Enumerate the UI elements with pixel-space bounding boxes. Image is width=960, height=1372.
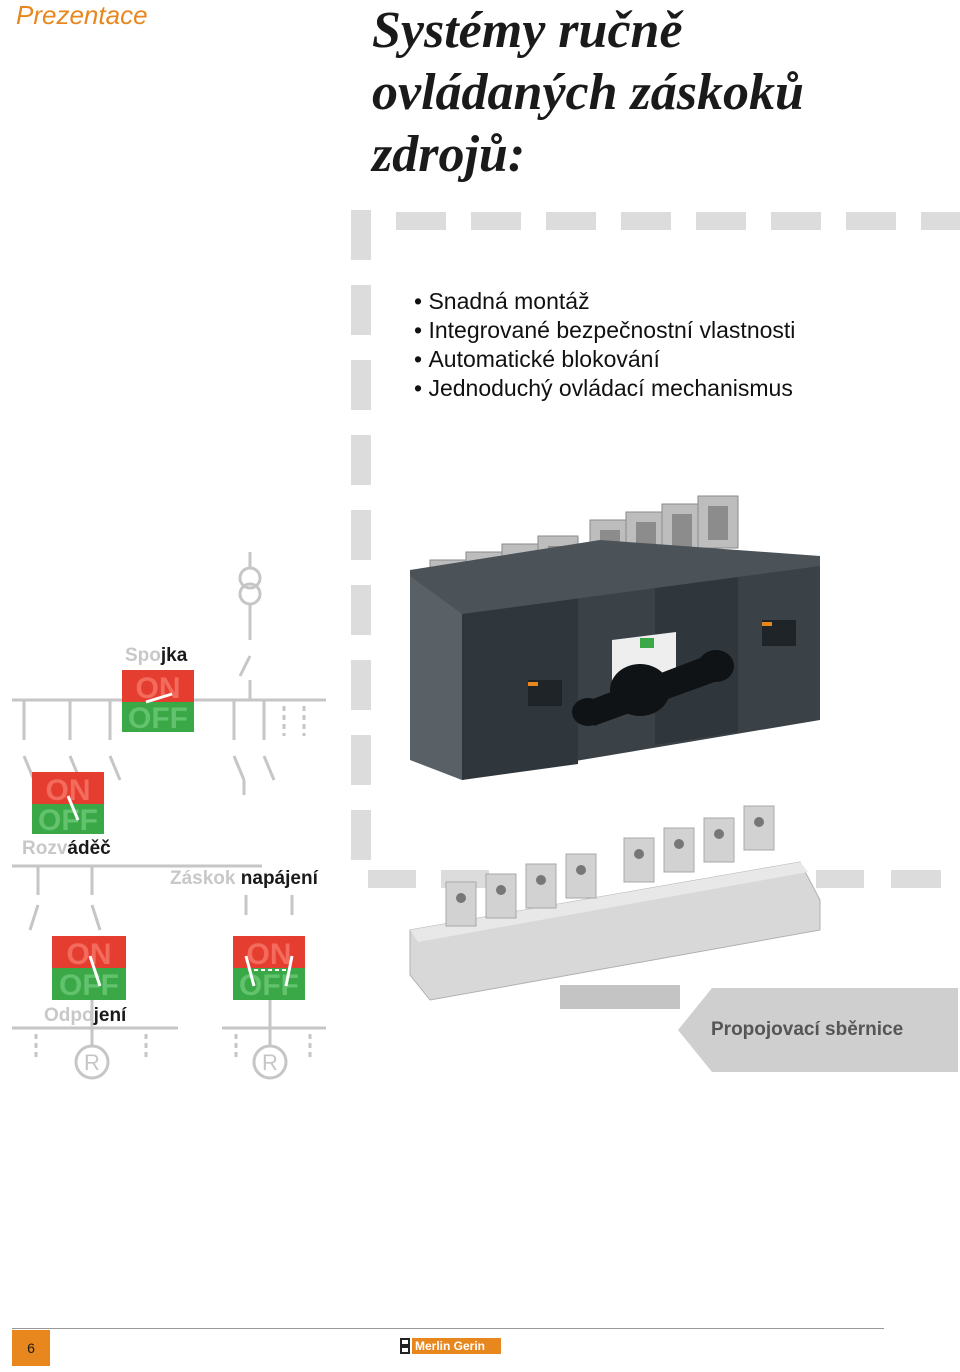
title-line-2: ovládaných záskoků bbox=[372, 64, 804, 121]
brand-name: Merlin Gerin bbox=[412, 1338, 502, 1354]
feature-list: Snadná montáž Integrované bezpečnostní v… bbox=[414, 287, 795, 403]
label-zaskok-napajeni: Záskok napájení bbox=[170, 868, 318, 889]
title-line-3: zdrojů: bbox=[372, 126, 526, 183]
switch-badge-zaskok: ON OFF bbox=[233, 936, 305, 1002]
section-label: Prezentace bbox=[16, 0, 148, 30]
feature-item: Integrované bezpečnostní vlastnosti bbox=[414, 316, 795, 345]
label-spojka: Spojka bbox=[125, 645, 188, 666]
switch-badge-rozvadec: ON OFF bbox=[32, 772, 104, 837]
svg-text:ON: ON bbox=[247, 938, 292, 971]
footer-rule bbox=[12, 1328, 884, 1329]
feature-item: Snadná montáž bbox=[414, 287, 795, 316]
svg-text:ON: ON bbox=[46, 774, 91, 807]
load-symbol: R bbox=[262, 1050, 278, 1075]
busbar-label: Propojovací sběrnice bbox=[711, 1019, 904, 1040]
svg-text:ON: ON bbox=[67, 938, 112, 971]
svg-text:OFF: OFF bbox=[128, 702, 188, 735]
page-number: 6 bbox=[12, 1330, 50, 1366]
load-circle bbox=[252, 1044, 288, 1080]
load-circle bbox=[74, 1044, 110, 1080]
busbar-label-arrow bbox=[678, 988, 958, 1072]
label-rozvadec: Rozváděč bbox=[22, 838, 111, 859]
title-line-1: Systémy ručně bbox=[372, 2, 683, 59]
svg-text:OFF: OFF bbox=[239, 969, 299, 1002]
svg-text:OFF: OFF bbox=[38, 804, 98, 837]
page-title: Systémy ručně ovládaných záskoků zdrojů: bbox=[372, 0, 952, 186]
switch-badge-odpojeni: ON OFF bbox=[52, 936, 126, 1002]
svg-text:OFF: OFF bbox=[59, 969, 119, 1002]
svg-text:ON: ON bbox=[136, 672, 181, 705]
feature-item: Automatické blokování bbox=[414, 345, 795, 374]
busbar-image bbox=[409, 805, 821, 1009]
feature-item: Jednoduchý ovládací mechanismus bbox=[414, 374, 795, 403]
label-odpojeni: Odpojení bbox=[44, 1005, 127, 1026]
brand-logo: Merlin Gerin bbox=[400, 1338, 502, 1354]
changeover-switch-image bbox=[410, 495, 820, 780]
switch-badge-spojka: ON OFF bbox=[122, 670, 194, 735]
load-symbol: R bbox=[84, 1050, 100, 1075]
dashed-frame bbox=[351, 210, 960, 888]
brand-mark-icon bbox=[400, 1338, 410, 1354]
